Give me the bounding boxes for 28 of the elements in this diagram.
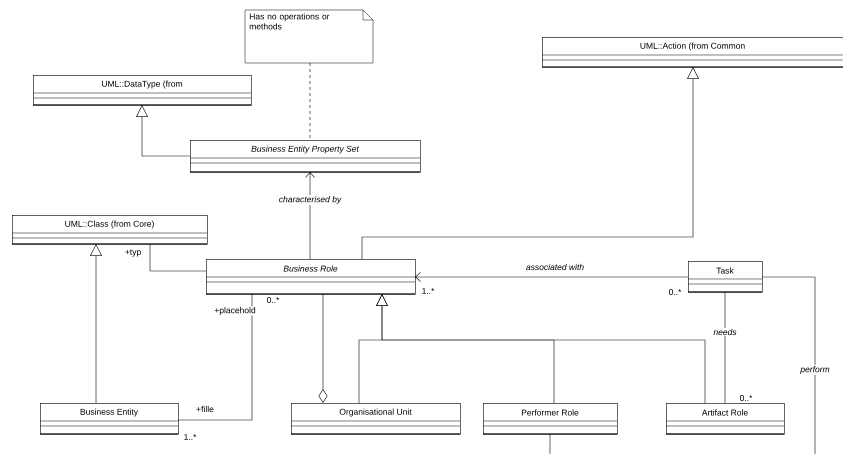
multiplicity-label: 1..* — [183, 434, 197, 440]
class-box: Artifact Role — [666, 403, 785, 435]
class-box: UML::DataType (from — [32, 75, 252, 106]
class-box: UML::Action (from Common — [542, 37, 843, 68]
multiplicity-label: 0..* — [668, 288, 682, 296]
connector — [305, 172, 315, 260]
class-box: Business Role — [206, 259, 416, 295]
edge-label: perform — [799, 365, 831, 375]
multiplicity-label: +placehold — [214, 306, 256, 316]
class-box: UML::Class (from Core) — [12, 215, 208, 245]
connector — [178, 294, 252, 420]
connector — [762, 276, 816, 454]
class-box: Performer Role — [482, 403, 618, 435]
class-box: Business Entity Property Set — [190, 140, 421, 173]
edge-label: associated with — [524, 262, 586, 272]
class-box: Organisational Unit — [290, 403, 461, 435]
connector — [136, 105, 190, 156]
connector — [724, 292, 726, 404]
class-box: Task — [688, 261, 763, 293]
edge-label: characterised by — [278, 195, 342, 205]
connector — [415, 272, 688, 282]
multiplicity-label: +fille — [196, 405, 214, 413]
connector — [376, 294, 706, 404]
connector — [150, 244, 206, 272]
note-box: Has no operations or methods — [244, 10, 374, 64]
class-box: Business Entity — [40, 403, 179, 435]
edge-label: needs — [712, 328, 738, 336]
connector — [318, 294, 328, 403]
